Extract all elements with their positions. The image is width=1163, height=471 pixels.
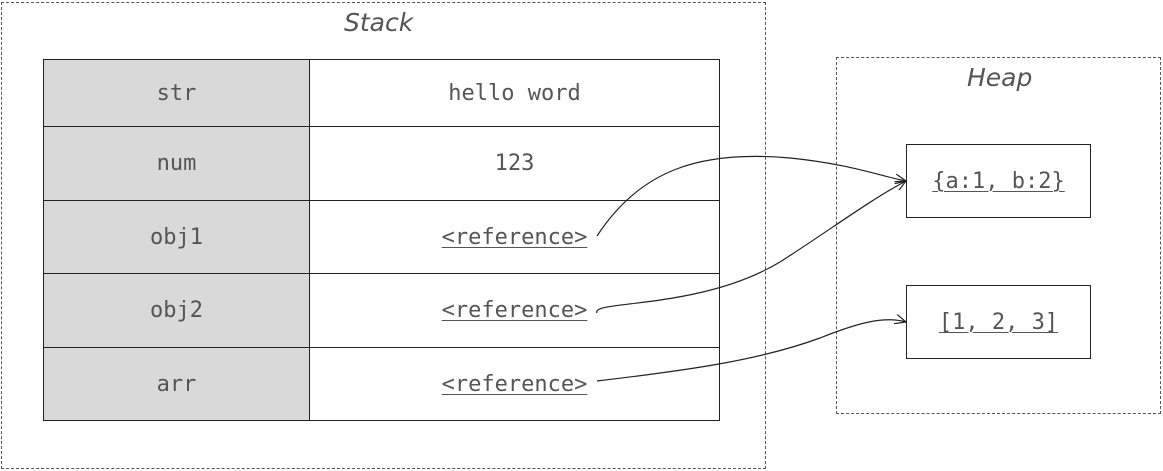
heap-title: Heap <box>967 63 1033 92</box>
stack-value-cell: hello word <box>309 59 720 127</box>
stack-value-cell: <reference> <box>309 347 720 421</box>
stack-value-cell: 123 <box>309 126 720 201</box>
arrow-obj1-to-object <box>596 155 906 237</box>
stack-name-cell: arr <box>43 347 310 421</box>
stack-table: str hello word num 123 obj1 <reference> … <box>43 59 720 421</box>
stack-row-num: num 123 <box>43 126 720 201</box>
stack-row-obj2: obj2 <reference> <box>43 273 720 348</box>
stack-row-str: str hello word <box>43 59 720 127</box>
stack-row-obj1: obj1 <reference> <box>43 200 720 274</box>
reference-label: <reference> <box>441 371 588 397</box>
stack-region <box>1 2 766 469</box>
heap-region <box>836 57 1161 414</box>
arrow-arr-to-array <box>596 320 906 382</box>
heap-object-label: [1, 2, 3] <box>938 309 1059 335</box>
reference-label: <reference> <box>441 224 588 250</box>
stack-name-cell: str <box>43 59 310 127</box>
stack-title: Stack <box>344 8 414 37</box>
heap-object-box: {a:1, b:2} <box>906 144 1091 218</box>
stack-row-arr: arr <reference> <box>43 347 720 421</box>
reference-label: <reference> <box>441 298 588 323</box>
stack-name-cell: obj1 <box>43 200 310 274</box>
arrow-obj2-to-object <box>596 181 906 314</box>
heap-object-label: {a:1, b:2} <box>932 168 1065 194</box>
stack-value-cell: <reference> <box>309 273 720 348</box>
stack-value-cell: <reference> <box>309 200 720 274</box>
